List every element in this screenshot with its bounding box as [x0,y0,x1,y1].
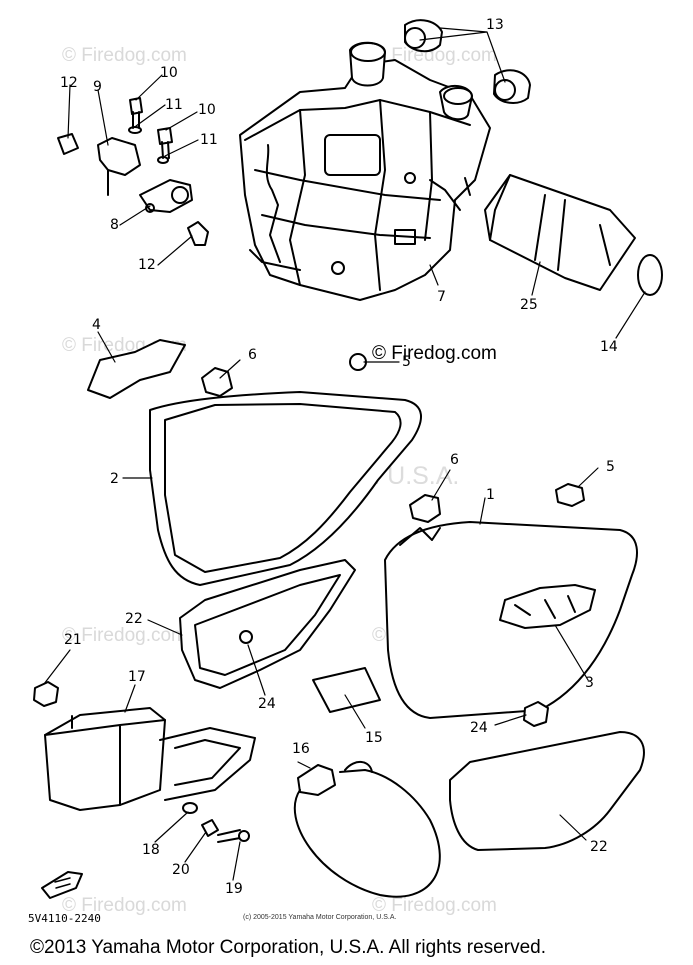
caution-label [313,668,380,712]
callout-24: 24 [258,696,276,712]
grommet [202,368,232,396]
band-ring [638,255,662,295]
callout-12: 12 [60,75,78,91]
callout-15: 15 [365,730,383,746]
callout-10: 10 [198,102,216,118]
side-cover-right [385,522,637,718]
small-copyright: (c) 2005-2015 Yamaha Motor Corporation, … [243,914,397,921]
callout-17: 17 [128,669,146,685]
callout-23: 22 [125,611,143,627]
emblem [500,585,595,628]
lower-cover [450,732,644,850]
callout-16: 16 [292,741,310,757]
callout-24: 24 [470,720,488,736]
cover-emblem-frame [180,560,355,688]
callout-12: 12 [138,257,156,273]
callout-5: 5 [402,354,411,370]
callout-6: 6 [248,347,257,363]
rubber-bushings [405,20,530,103]
callout-6: 6 [450,452,459,468]
callout-18: 18 [142,842,160,858]
callout-5: 5 [606,459,615,475]
grommet [410,495,440,522]
wire-lead [295,762,440,897]
side-cover-left [150,392,421,585]
bolt [218,830,240,842]
copyright-notice: ©2013 Yamaha Motor Corporation, U.S.A. A… [30,937,546,958]
callout-14: 14 [600,339,618,355]
watermark: © Firedog.com [62,625,187,646]
callout-3: 3 [585,675,594,691]
callout-9: 9 [93,79,102,95]
callout-11: 11 [165,97,183,113]
callout-20: 20 [172,862,190,878]
callout-8: 8 [110,217,119,233]
firedog-mark: © Firedog.com [372,343,497,364]
callout-10: 10 [160,65,178,81]
electrical-box [45,708,255,810]
bracket-assembly [58,98,208,245]
callout-11: 11 [200,132,218,148]
callout-4: 4 [92,317,101,333]
leader-lines [44,28,645,880]
tool-bag [485,175,635,290]
battery-box [240,43,490,300]
watermark: © Firedog.com [62,45,187,66]
callout-21: 21 [64,632,82,648]
callout-7: 7 [437,289,446,305]
grommet [556,484,584,506]
grommet [524,702,548,726]
watermark: © Firedog.com [372,895,497,916]
grommet [34,682,58,706]
part-number: 5V4110-2240 [28,912,101,925]
washer [183,803,197,813]
watermark: © Firedog.com [62,895,187,916]
stay-plate [88,340,185,398]
callout-2: 2 [110,471,119,487]
callout-1: 1 [486,487,495,503]
watermark: © Firedog.com [372,45,497,66]
callout-22: 22 [590,839,608,855]
callout-19: 19 [225,881,243,897]
callout-13: 13 [486,17,504,33]
fwd-arrow [42,872,82,898]
callout-25: 25 [520,297,538,313]
